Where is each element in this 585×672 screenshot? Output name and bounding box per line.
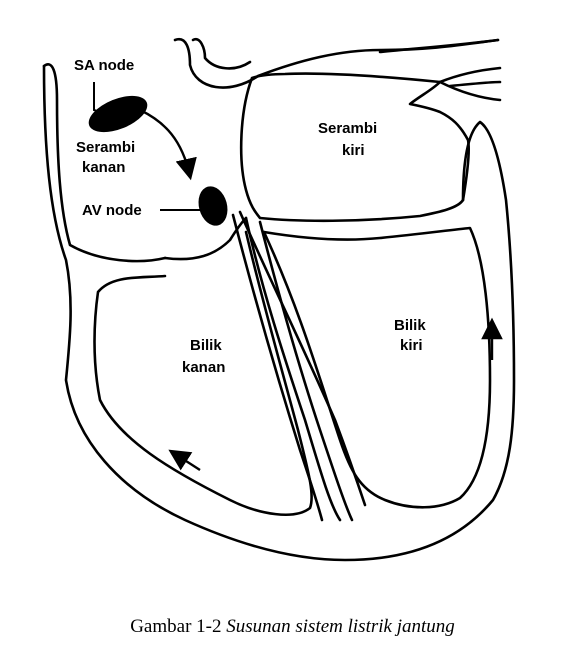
right-ventricle-arrow [168,449,201,472]
sa-node [88,95,148,133]
sa-node-label: SA node [74,57,134,74]
sa-to-av-arrow [139,108,197,181]
sa-node-pointer [93,82,101,113]
left-atrium-label-line2: kiri [342,142,365,159]
septum-right [258,220,354,522]
right-atrium-label-line1: Serambi [76,139,135,156]
right-ventricle-wall [93,230,313,516]
left-atrium-label-line1: Serambi [318,120,377,137]
septum-left [244,216,342,522]
pulmonary-vessel-3 [448,80,502,88]
pulmonary-vessel-2 [438,80,502,102]
outer-heart-wall [42,64,516,562]
av-node-label: AV node [82,202,142,219]
right-atrium-floor [163,216,248,261]
pulmonary-vessel-1 [438,66,502,84]
figure-caption: Gambar 1-2 Susunan sistem listrik jantun… [0,616,585,638]
aorta-inner-wall [191,37,252,70]
right-atrium-label-line2: kanan [82,159,125,176]
bundle-left-branch [238,210,367,507]
right-ventricle-label-line1: Bilik [190,337,222,354]
bundle-right-branch [231,213,324,522]
caption-title: Susunan sistem listrik jantung [226,616,455,637]
left-ventricle-wall [262,226,492,509]
av-node [198,186,228,226]
pulmonary-vessel-top [378,38,500,54]
caption-prefix: Gambar 1-2 [130,616,222,637]
left-ventricle-label-line1: Bilik [394,317,426,334]
left-atrium-wall [239,72,471,223]
right-ventricle-label-line2: kanan [182,359,225,376]
left-ventricle-label-line2: kiri [400,337,423,354]
vena-cava-wall [42,63,167,263]
